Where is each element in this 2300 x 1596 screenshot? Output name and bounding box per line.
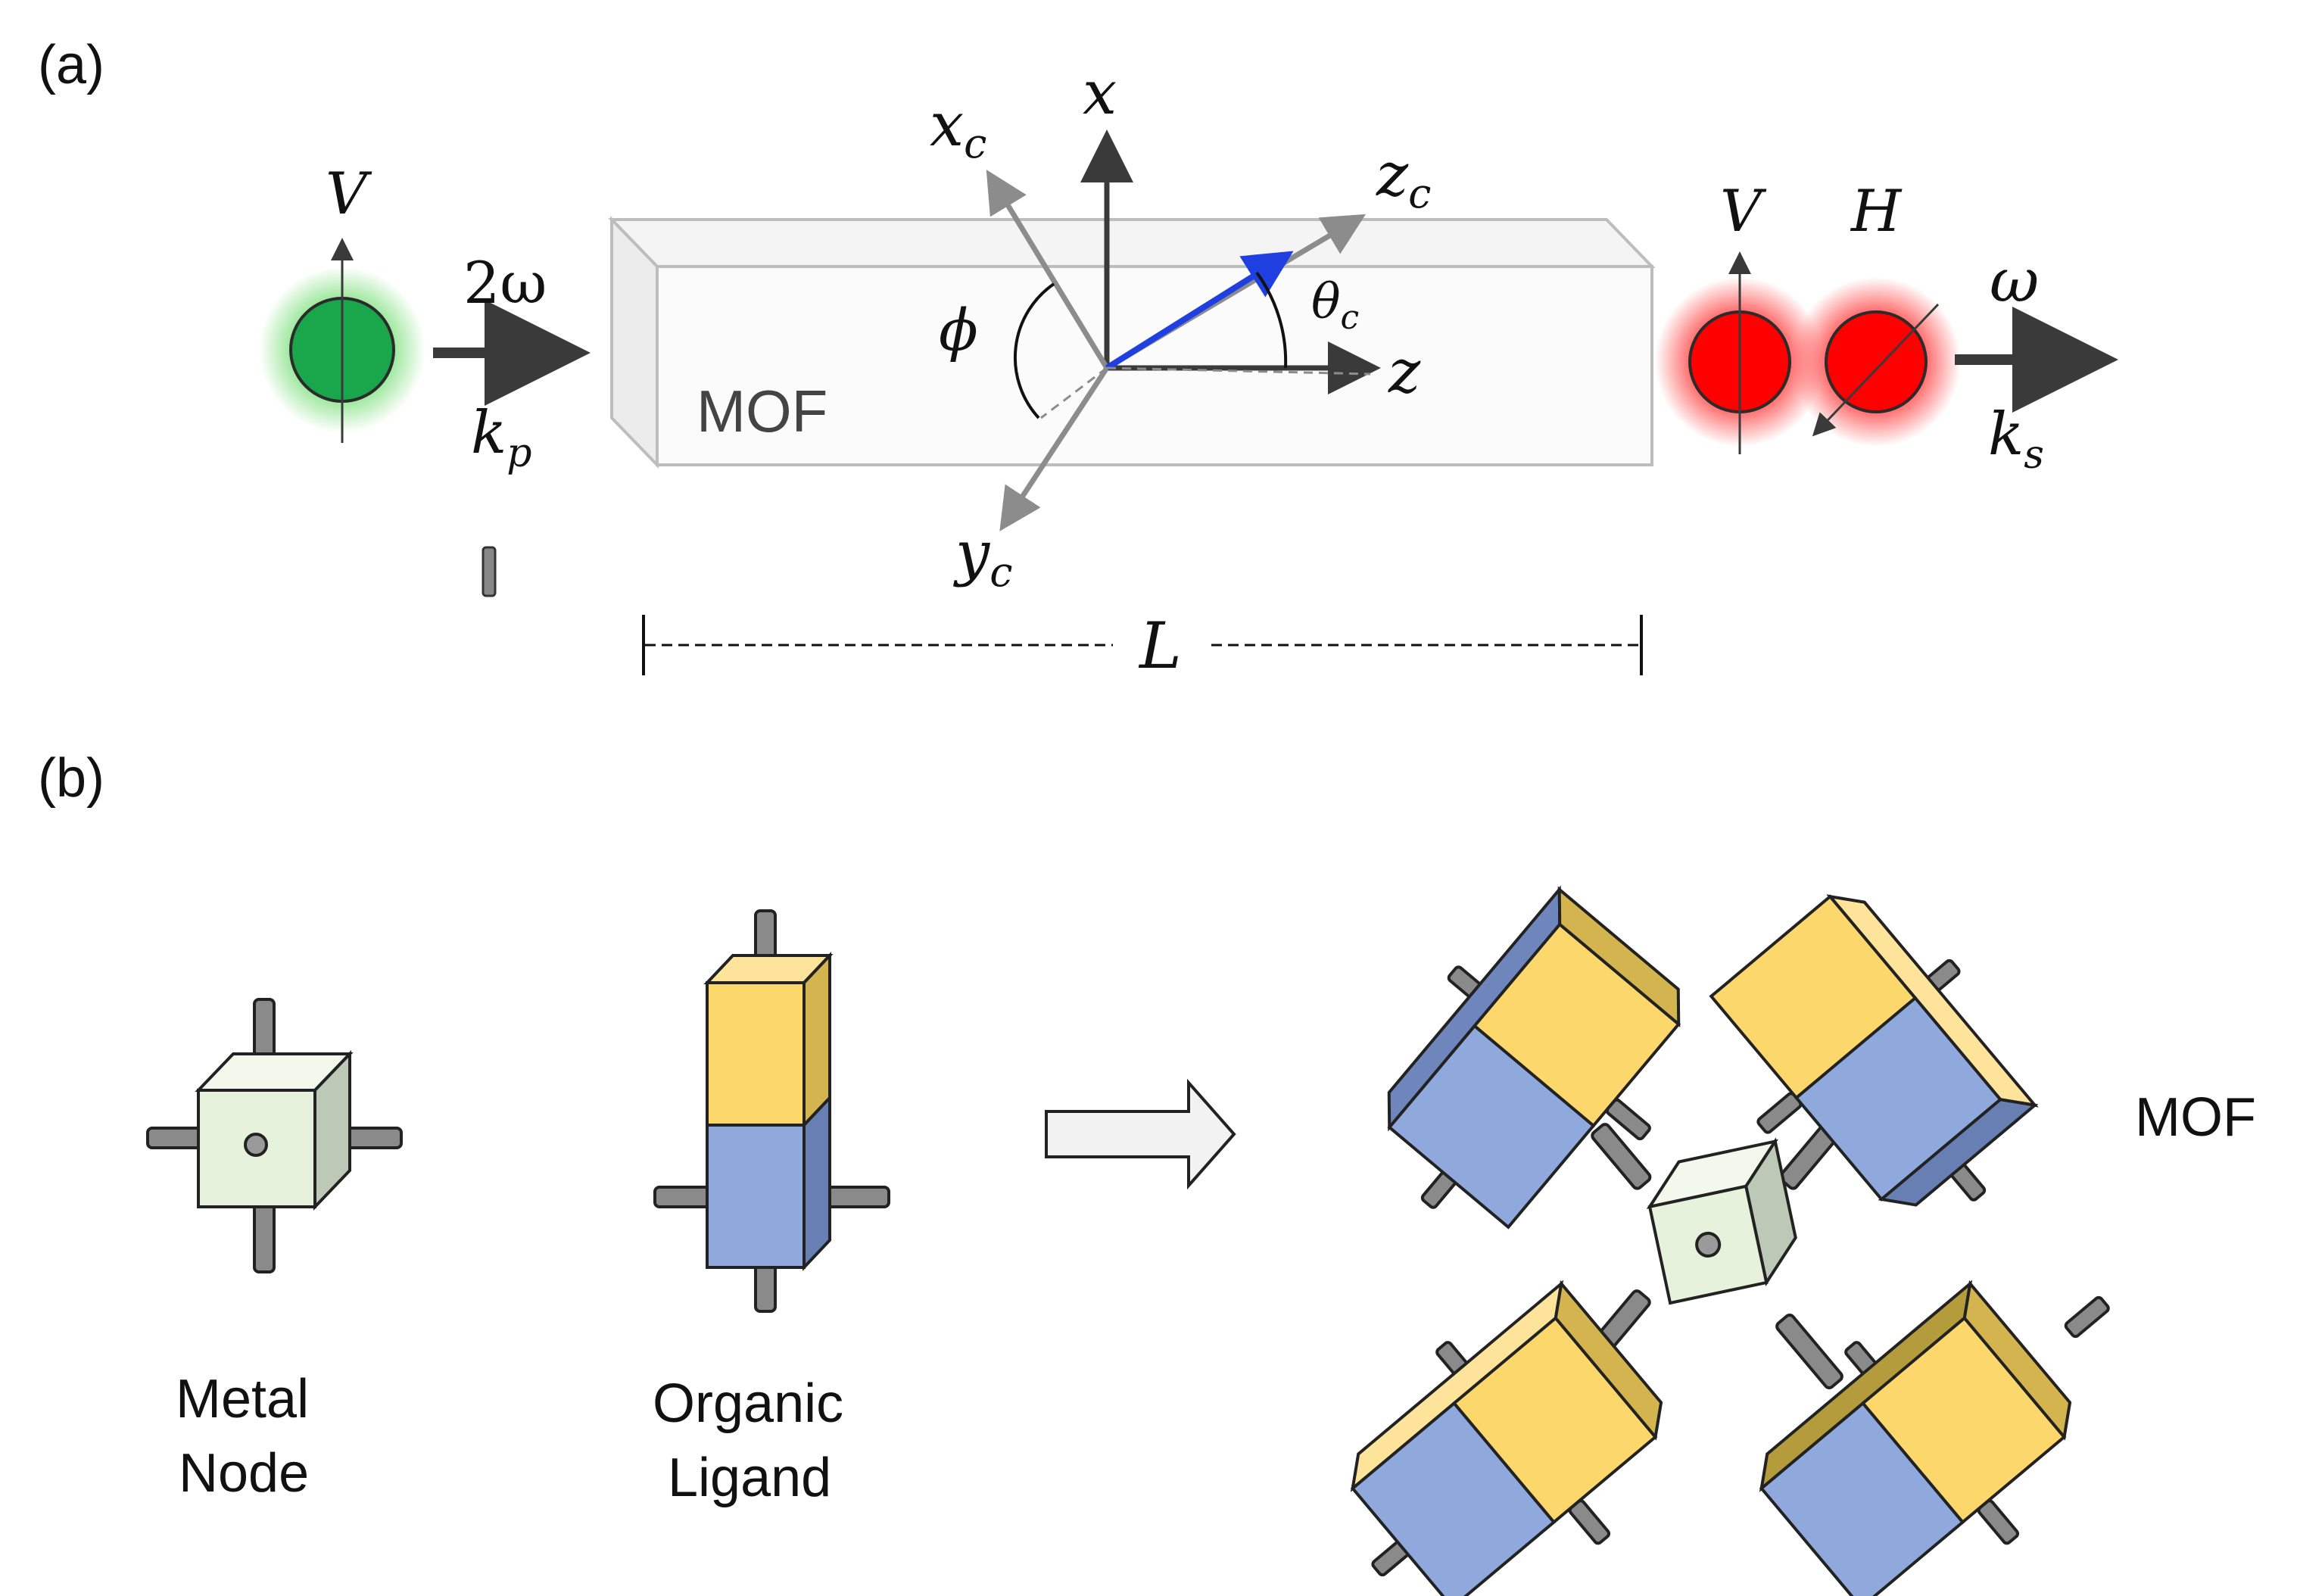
signal-h-label: H [1850,177,1903,245]
signal-photon-h [1791,277,1961,447]
zc-direction-arrow [1105,251,1294,371]
signal-v-label: V [1720,177,1767,245]
signal-frequency-label: ω [1990,245,2039,316]
pump-frequency-label: 2ω [463,249,547,316]
pump-photon [259,238,425,443]
ligand-label-line2: Ligand [668,1448,831,1508]
assembly-arrow [1045,1078,1236,1190]
phi-label: ϕ [939,296,978,363]
xc-axis-arrow [986,170,1109,369]
metal-node-label-line2: Node [179,1443,309,1504]
yc-axis-label: yc [953,518,1012,596]
x-axis-label: x [1083,58,1117,128]
pump-wavevector-label: kp [471,399,532,476]
signal-photon-v [1655,251,1825,454]
signal-wavevector-label: ks [1988,401,2044,478]
length-bar [642,615,1643,675]
phi-angle-arc [1013,282,1055,419]
crystal-axes [986,129,1381,531]
length-label: L [1138,609,1182,683]
metal-node-label-line1: Metal [176,1369,309,1429]
theta-angle-arc [1255,271,1288,369]
decorative-rod [482,546,497,597]
yc-axis-arrow [999,366,1109,531]
crystal-label: MOF [697,378,827,444]
panel-a-label: (a) [38,35,104,95]
panel-b-label: (b) [38,748,104,809]
ligand-label-line1: Organic [653,1373,843,1434]
zc-axis-label: zc [1376,139,1431,217]
z-axis-label: z [1388,336,1421,407]
pump-polarization-label: V [326,160,372,227]
projection-dashed-line-2 [1106,366,1371,376]
metal-node [146,998,403,1273]
mof-assembly-label: MOF [2135,1087,2256,1148]
theta-label: θc [1311,274,1359,337]
projection-dashed-line-1 [1040,366,1108,419]
xc-axis-label: xc [930,89,986,167]
mof-assembly [1350,885,2110,1596]
organic-ligand [653,909,890,1313]
